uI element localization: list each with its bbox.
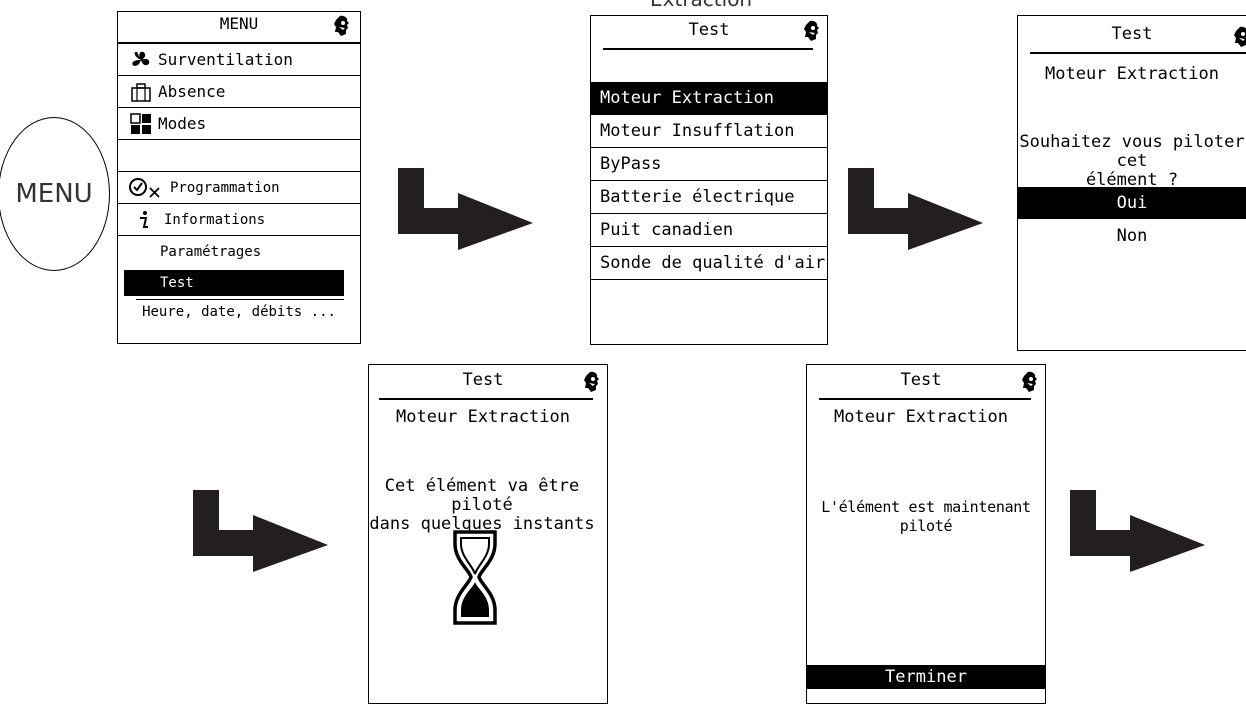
screen-subtitle: Moteur Extraction <box>396 407 570 427</box>
clock-x-icon <box>129 177 160 198</box>
screen-test-list: Test Moteur Extraction Moteur Insufflati… <box>590 15 828 345</box>
brand-logo-icon <box>334 15 349 36</box>
menu-item-label: Test <box>160 275 194 291</box>
list-item[interactable]: Sonde de qualité d'air <box>591 247 827 280</box>
menu-item-blank <box>118 140 360 172</box>
menu-item-parametrages[interactable]: Paramétrages <box>118 236 360 268</box>
menu-item-label: Informations <box>164 211 266 228</box>
flow-arrow-icon <box>398 168 533 250</box>
menu-item-modes[interactable]: Modes <box>118 108 360 140</box>
menu-button-label: MENU <box>15 179 93 209</box>
menu-item-label: Heure, date, débits ... <box>142 304 336 320</box>
flow-arrow-icon <box>193 490 328 572</box>
question-line-2: élément ? <box>1085 170 1179 190</box>
hourglass-icon <box>453 530 497 625</box>
menu-item-surventilation[interactable]: Surventilation <box>118 44 360 76</box>
page-title: Test <box>900 370 942 390</box>
menu-item-test[interactable]: Test <box>124 270 344 296</box>
list-item[interactable]: Moteur Insufflation <box>591 115 827 148</box>
menu-item-label: Absence <box>158 82 226 101</box>
finish-button-label: Terminer <box>885 667 967 687</box>
menu-item-programmation[interactable]: Programmation <box>118 172 360 204</box>
page-title: Test <box>688 20 730 40</box>
option-no-button[interactable]: Non <box>1018 220 1246 252</box>
screen-confirm: Test Moteur Extraction Souhaitez vous pi… <box>1017 15 1246 351</box>
suitcase-icon <box>131 82 151 102</box>
question-line-1: Souhaitez vous piloter cet <box>1019 132 1245 171</box>
list-item[interactable]: ByPass <box>591 148 827 181</box>
fan-icon <box>132 51 150 66</box>
screen-done: Test Moteur Extraction L'élément est mai… <box>806 364 1046 704</box>
menu-item-label: Paramétrages <box>160 244 262 260</box>
menu-item-label: Modes <box>158 114 207 133</box>
list-item-label: Sonde de qualité d'air <box>600 253 826 273</box>
flow-arrow-icon <box>1070 490 1205 572</box>
menu-button[interactable]: MENU <box>0 117 110 271</box>
option-no-label: Non <box>1116 226 1148 246</box>
menu-item-label: Programmation <box>170 179 280 196</box>
brand-logo-icon <box>804 20 819 41</box>
list-item-label: Moteur Insufflation <box>600 121 795 141</box>
page-title: MENU <box>219 14 259 33</box>
list-item[interactable]: Puit canadien <box>591 214 827 247</box>
modes-grid-icon <box>130 112 151 134</box>
screen-subtitle: Moteur Extraction <box>834 407 1008 427</box>
menu-item-absence[interactable]: Absence <box>118 76 360 108</box>
wait-message-line-2: dans quelques instants <box>369 514 595 534</box>
done-message: L'élément est maintenant piloté <box>821 498 1031 535</box>
list-item[interactable]: Batterie électrique <box>591 181 827 214</box>
question-text: Souhaitez vous piloter cet élément ? <box>1018 132 1246 190</box>
finish-button[interactable]: Terminer <box>807 665 1045 689</box>
wait-message-line-1: Cet élément va être piloté <box>384 476 580 515</box>
option-yes-label: Oui <box>1116 193 1148 213</box>
list-item-label: ByPass <box>600 154 662 174</box>
page-title: Test <box>462 370 504 390</box>
info-icon <box>140 210 148 228</box>
screen-subtitle: Moteur Extraction <box>1045 64 1219 84</box>
list-item-label: Puit canadien <box>600 220 734 240</box>
menu-item-label: Surventilation <box>158 50 293 69</box>
flow-arrow-icon <box>848 168 983 250</box>
menu-item-heure-date-debits[interactable]: Heure, date, débits ... <box>118 304 360 320</box>
brand-logo-icon <box>1022 371 1037 392</box>
screen-menu: MENU Surventilation Absence Modes <box>117 11 361 344</box>
screen-wait: Test Moteur Extraction Cet élément va êt… <box>368 364 608 704</box>
list-item-label: Batterie électrique <box>600 187 795 207</box>
list-item[interactable]: Moteur Extraction <box>591 82 827 115</box>
list-item-label: Moteur Extraction <box>600 88 774 108</box>
wait-message: Cet élément va être piloté dans quelques… <box>369 476 607 534</box>
option-yes-button[interactable]: Oui <box>1018 187 1246 219</box>
page-title: Test <box>1111 24 1153 44</box>
brand-logo-icon <box>1234 26 1246 47</box>
cut-top-label: Extraction <box>650 0 752 11</box>
brand-logo-icon <box>584 371 599 392</box>
menu-item-informations[interactable]: Informations <box>118 204 360 236</box>
